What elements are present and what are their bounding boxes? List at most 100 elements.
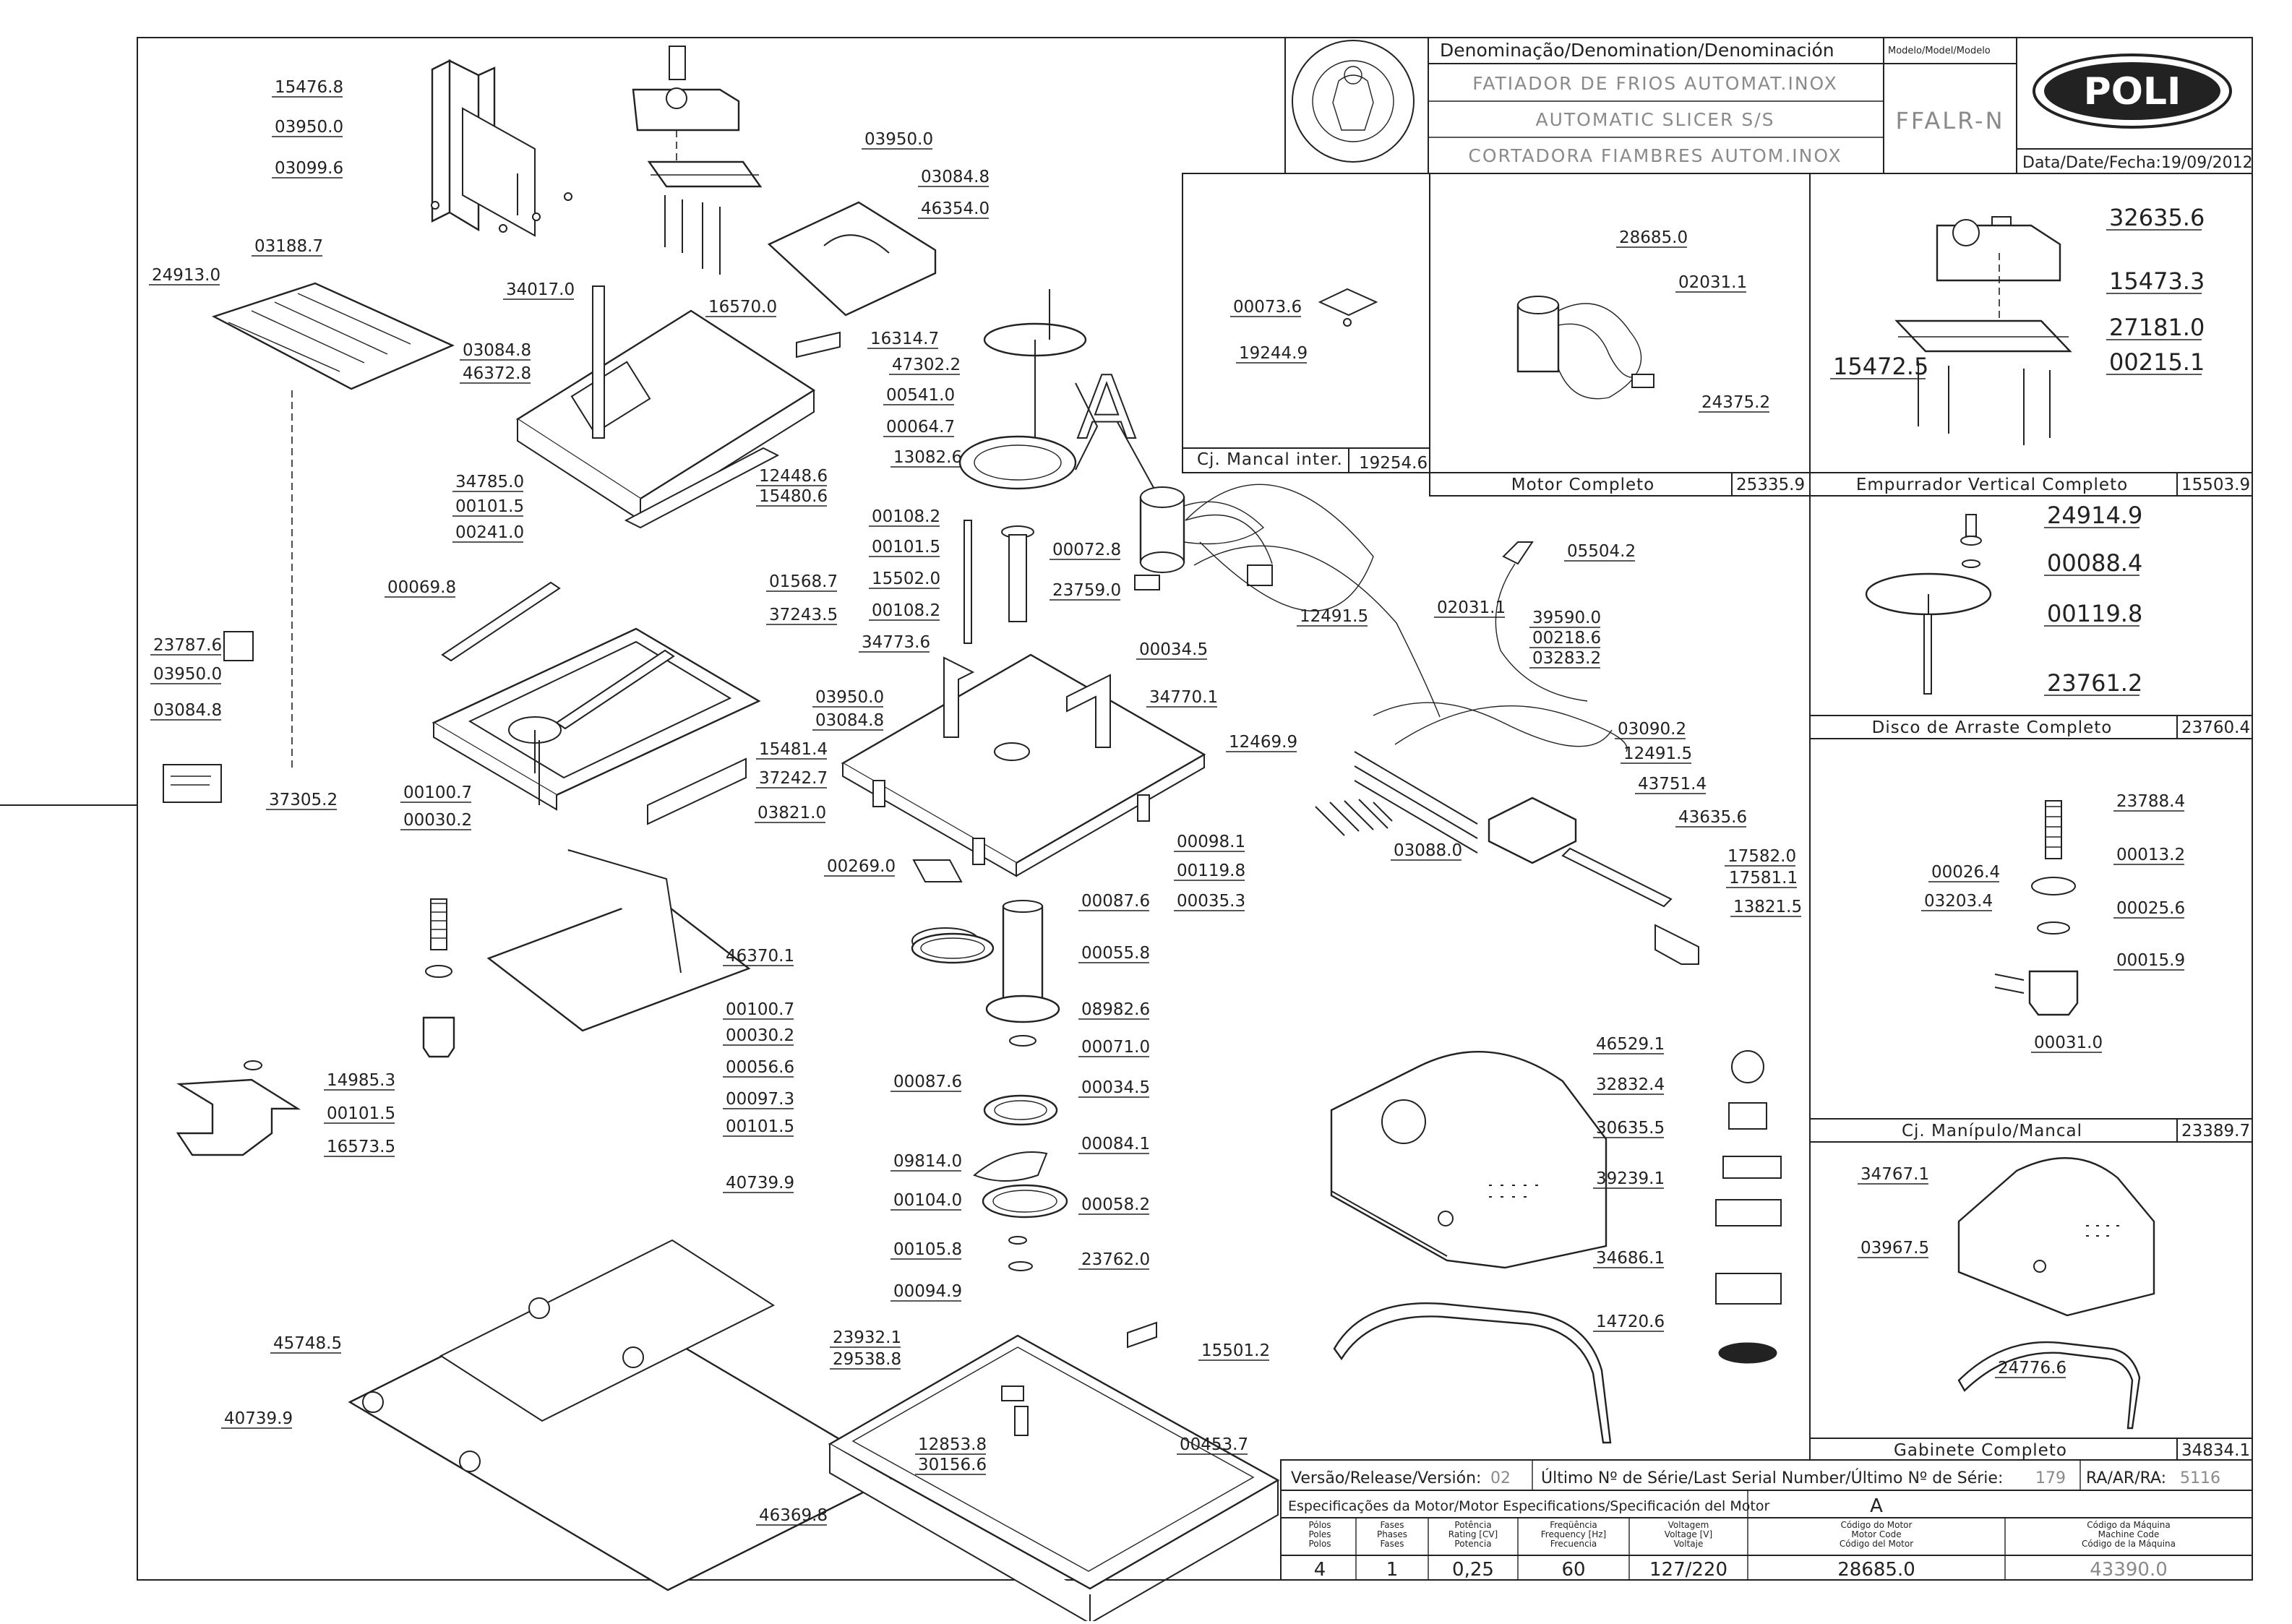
version-value: 02 (1490, 1469, 1511, 1487)
part-label: 00100.7 (726, 1000, 794, 1019)
part-label: 46369.8 (759, 1506, 828, 1525)
part-label: 13821.5 (1733, 898, 1802, 916)
assembly-code-cabinet: 34834.1 (2181, 1441, 2250, 1460)
part-label: 46529.1 (1596, 1035, 1665, 1054)
footer-col-header: Frequency [Hz] (1541, 1529, 1607, 1539)
date: Data/Date/Fecha:19/09/2012 (2022, 154, 2253, 172)
footer-col-header: Motor Code (1851, 1529, 1901, 1539)
assembly-code-disc: 23760.4 (2181, 718, 2250, 737)
footer-col-header: Voltagem (1668, 1520, 1709, 1530)
footer-col-header: Voltaje (1674, 1539, 1704, 1549)
footer-col-header: Phases (1377, 1529, 1407, 1539)
footer-value: 4 (1314, 1559, 1326, 1581)
part-label: 12491.5 (1623, 744, 1692, 763)
part-label: 16573.5 (327, 1138, 395, 1156)
part-label: 00034.5 (1081, 1078, 1150, 1097)
part-label: 05504.2 (1567, 542, 1636, 561)
footer-col-header: Pólos (1308, 1520, 1331, 1530)
part-label: 03950.0 (815, 688, 884, 707)
part-label: 30635.5 (1596, 1119, 1665, 1138)
part-label: 00098.1 (1177, 833, 1245, 851)
detail-mark: A (1077, 358, 1136, 459)
part-label: 00104.0 (893, 1191, 962, 1210)
part-label: 37305.2 (269, 791, 338, 809)
part-label: 16570.0 (708, 298, 777, 317)
denomination-header: Denominação/Denomination/Denominación (1440, 40, 1834, 61)
part-label: 14720.6 (1596, 1312, 1665, 1331)
part-label: 00215.1 (2109, 348, 2205, 376)
assembly-name-motor: Motor Completo (1511, 476, 1655, 494)
footer-col-header: Fases (1380, 1539, 1404, 1549)
part-label: 00218.6 (1532, 629, 1601, 648)
part-label: 00025.6 (2116, 899, 2185, 918)
part-label: 46354.0 (921, 199, 990, 218)
part-label: 39590.0 (1532, 609, 1601, 627)
part-label: 02031.1 (1437, 598, 1506, 617)
footer-col-header: Freqüência (1550, 1520, 1597, 1530)
part-label: 03283.2 (1532, 649, 1601, 668)
part-label: 01568.7 (769, 572, 838, 591)
name-es: CORTADORA FIAMBRES AUTOM.INOX (1468, 145, 1842, 166)
part-label: 03203.4 (1924, 892, 1993, 911)
footer-value: 1 (1386, 1559, 1399, 1581)
assembly-name-handle: Cj. Manípulo/Mancal (1902, 1122, 2082, 1140)
footer-value: 0,25 (1452, 1559, 1494, 1581)
serial-value: 179 (2035, 1469, 2066, 1487)
part-label: 13082.6 (893, 448, 962, 467)
footer-col-header: Rating [CV] (1448, 1529, 1498, 1539)
part-label: 00087.6 (893, 1073, 962, 1091)
part-label: 45748.5 (273, 1334, 342, 1353)
part-label: 24913.0 (152, 266, 220, 285)
part-label: 00034.5 (1139, 640, 1208, 659)
footer-table: Versão/Release/Versión: 02 Último Nº de … (1280, 1459, 2253, 1581)
part-label: 03950.0 (275, 118, 343, 137)
part-label: 34773.6 (862, 633, 930, 652)
assembly-code-mancal: 19254.6 (1359, 454, 1428, 473)
part-label: 23759.0 (1052, 581, 1121, 600)
part-label: 00097.3 (726, 1090, 794, 1109)
assembly-code-pusher: 15503.9 (2181, 476, 2250, 494)
footer-col-header: Polos (1308, 1539, 1331, 1549)
part-label: 00101.5 (726, 1117, 794, 1136)
footer-value: 28685.0 (1837, 1559, 1915, 1581)
part-label: 19244.9 (1239, 344, 1308, 363)
footer-col-header: Poles (1308, 1529, 1331, 1539)
part-label: 03090.2 (1618, 720, 1686, 739)
version-label: Versão/Release/Versión: (1291, 1469, 1481, 1487)
part-label: 15502.0 (872, 570, 940, 588)
part-label: 00030.2 (403, 811, 472, 830)
footer-col-header: Código da Máquina (2087, 1520, 2170, 1530)
part-label: 03950.0 (153, 665, 222, 684)
part-label: 37242.7 (759, 769, 828, 788)
footer-value: 127/220 (1649, 1559, 1727, 1581)
part-label: 03084.8 (463, 341, 531, 360)
footer-col-header: Potencia (1454, 1539, 1491, 1549)
model-code: FFALR-N (1895, 107, 2004, 134)
part-label: 00101.5 (455, 497, 524, 516)
name-pt: FATIADOR DE FRIOS AUTOMAT.INOX (1472, 73, 1837, 94)
part-label: 39239.1 (1596, 1169, 1665, 1188)
part-label: 16314.7 (870, 330, 939, 348)
assembly-name-mancal: Cj. Mancal inter. (1197, 450, 1343, 469)
part-label: 00541.0 (886, 386, 955, 405)
part-label: 03188.7 (254, 237, 323, 256)
part-label: 00069.8 (387, 578, 456, 597)
part-label: 03088.0 (1394, 841, 1462, 860)
part-label: 00269.0 (827, 857, 896, 876)
poli-logo: POLI (2033, 53, 2232, 129)
part-label: 00064.7 (886, 418, 955, 437)
part-label: 15480.6 (759, 487, 828, 506)
footer-col-header: Código del Motor (1840, 1539, 1913, 1549)
part-label: 12448.6 (759, 467, 828, 486)
part-label: 15481.4 (759, 740, 828, 759)
part-label: 30156.6 (918, 1456, 987, 1474)
part-label: 34017.0 (506, 280, 575, 299)
part-label: 00013.2 (2116, 846, 2185, 864)
part-label: 24776.6 (1998, 1359, 2066, 1378)
part-label: 34686.1 (1596, 1249, 1665, 1268)
footer-col-header: Fases (1380, 1520, 1404, 1530)
part-label: 17581.1 (1729, 869, 1798, 888)
part-label: 00119.8 (2047, 600, 2142, 627)
